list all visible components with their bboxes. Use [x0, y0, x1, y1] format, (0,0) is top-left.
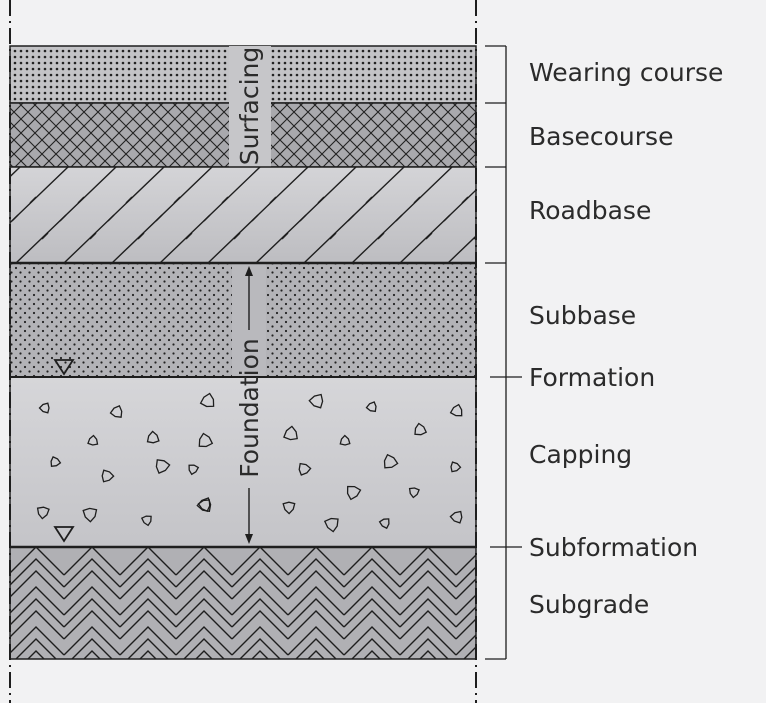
foundation-arrow-up-icon — [245, 266, 253, 276]
foundation-arrow-down-icon — [245, 534, 253, 544]
capping-aggregate-stones — [36, 392, 463, 533]
roadbase-diagonal-lines — [10, 167, 476, 263]
label-subformation: Subformation — [529, 533, 698, 562]
label-roadbase: Roadbase — [529, 196, 651, 225]
water-table-triangle-icon — [53, 526, 75, 543]
foundation-label: Foundation — [235, 338, 264, 478]
subgrade-herringbone — [10, 547, 476, 659]
label-wearing-course: Wearing course — [529, 58, 723, 87]
water-table-triangle-icon — [53, 359, 75, 376]
label-formation: Formation — [529, 363, 655, 392]
label-capping: Capping — [529, 440, 632, 469]
label-basecourse: Basecourse — [529, 122, 673, 151]
label-subbase: Subbase — [529, 301, 636, 330]
layer-bracket — [485, 45, 522, 660]
surfacing-label: Surfacing — [235, 47, 264, 166]
surfacing-label-band — [229, 46, 271, 167]
label-subgrade: Subgrade — [529, 590, 649, 619]
